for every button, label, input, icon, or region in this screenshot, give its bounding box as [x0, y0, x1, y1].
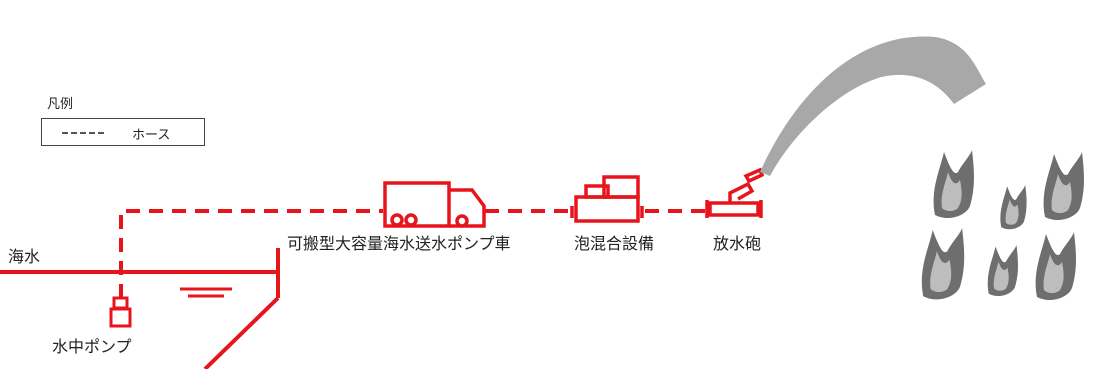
flame-icon: [933, 150, 974, 219]
label-pump-truck: 可搬型大容量海水送水ポンプ車: [287, 234, 511, 253]
legend-hose-label: ホース: [132, 128, 171, 143]
legend-box: ホース: [41, 118, 205, 146]
label-seawater: 海水: [8, 247, 41, 266]
foam-mixer-icon: [570, 175, 644, 223]
label-water-cannon: 放水砲: [713, 234, 762, 253]
fire-flames: [921, 150, 1084, 301]
flame-icon: [921, 228, 965, 300]
pump-truck-icon: [383, 181, 486, 228]
flame-icon: [1043, 152, 1084, 221]
label-foam-mixer: 泡混合設備: [574, 234, 655, 253]
water-spray: [760, 36, 986, 176]
label-submersible-pump: 水中ポンプ: [52, 337, 132, 356]
legend-title: 凡例: [47, 97, 74, 112]
flame-icon: [1035, 232, 1076, 301]
flame-icon: [987, 245, 1018, 297]
hose-line: [119, 209, 707, 298]
basin-slope: [203, 296, 280, 369]
water-level-icon: [180, 287, 232, 298]
water-cannon-icon: [705, 167, 765, 218]
seawater-basin: [0, 248, 280, 369]
legend-hose-dash: [62, 132, 104, 134]
flame-icon: [1000, 185, 1027, 230]
submersible-pump-icon: [109, 296, 132, 328]
